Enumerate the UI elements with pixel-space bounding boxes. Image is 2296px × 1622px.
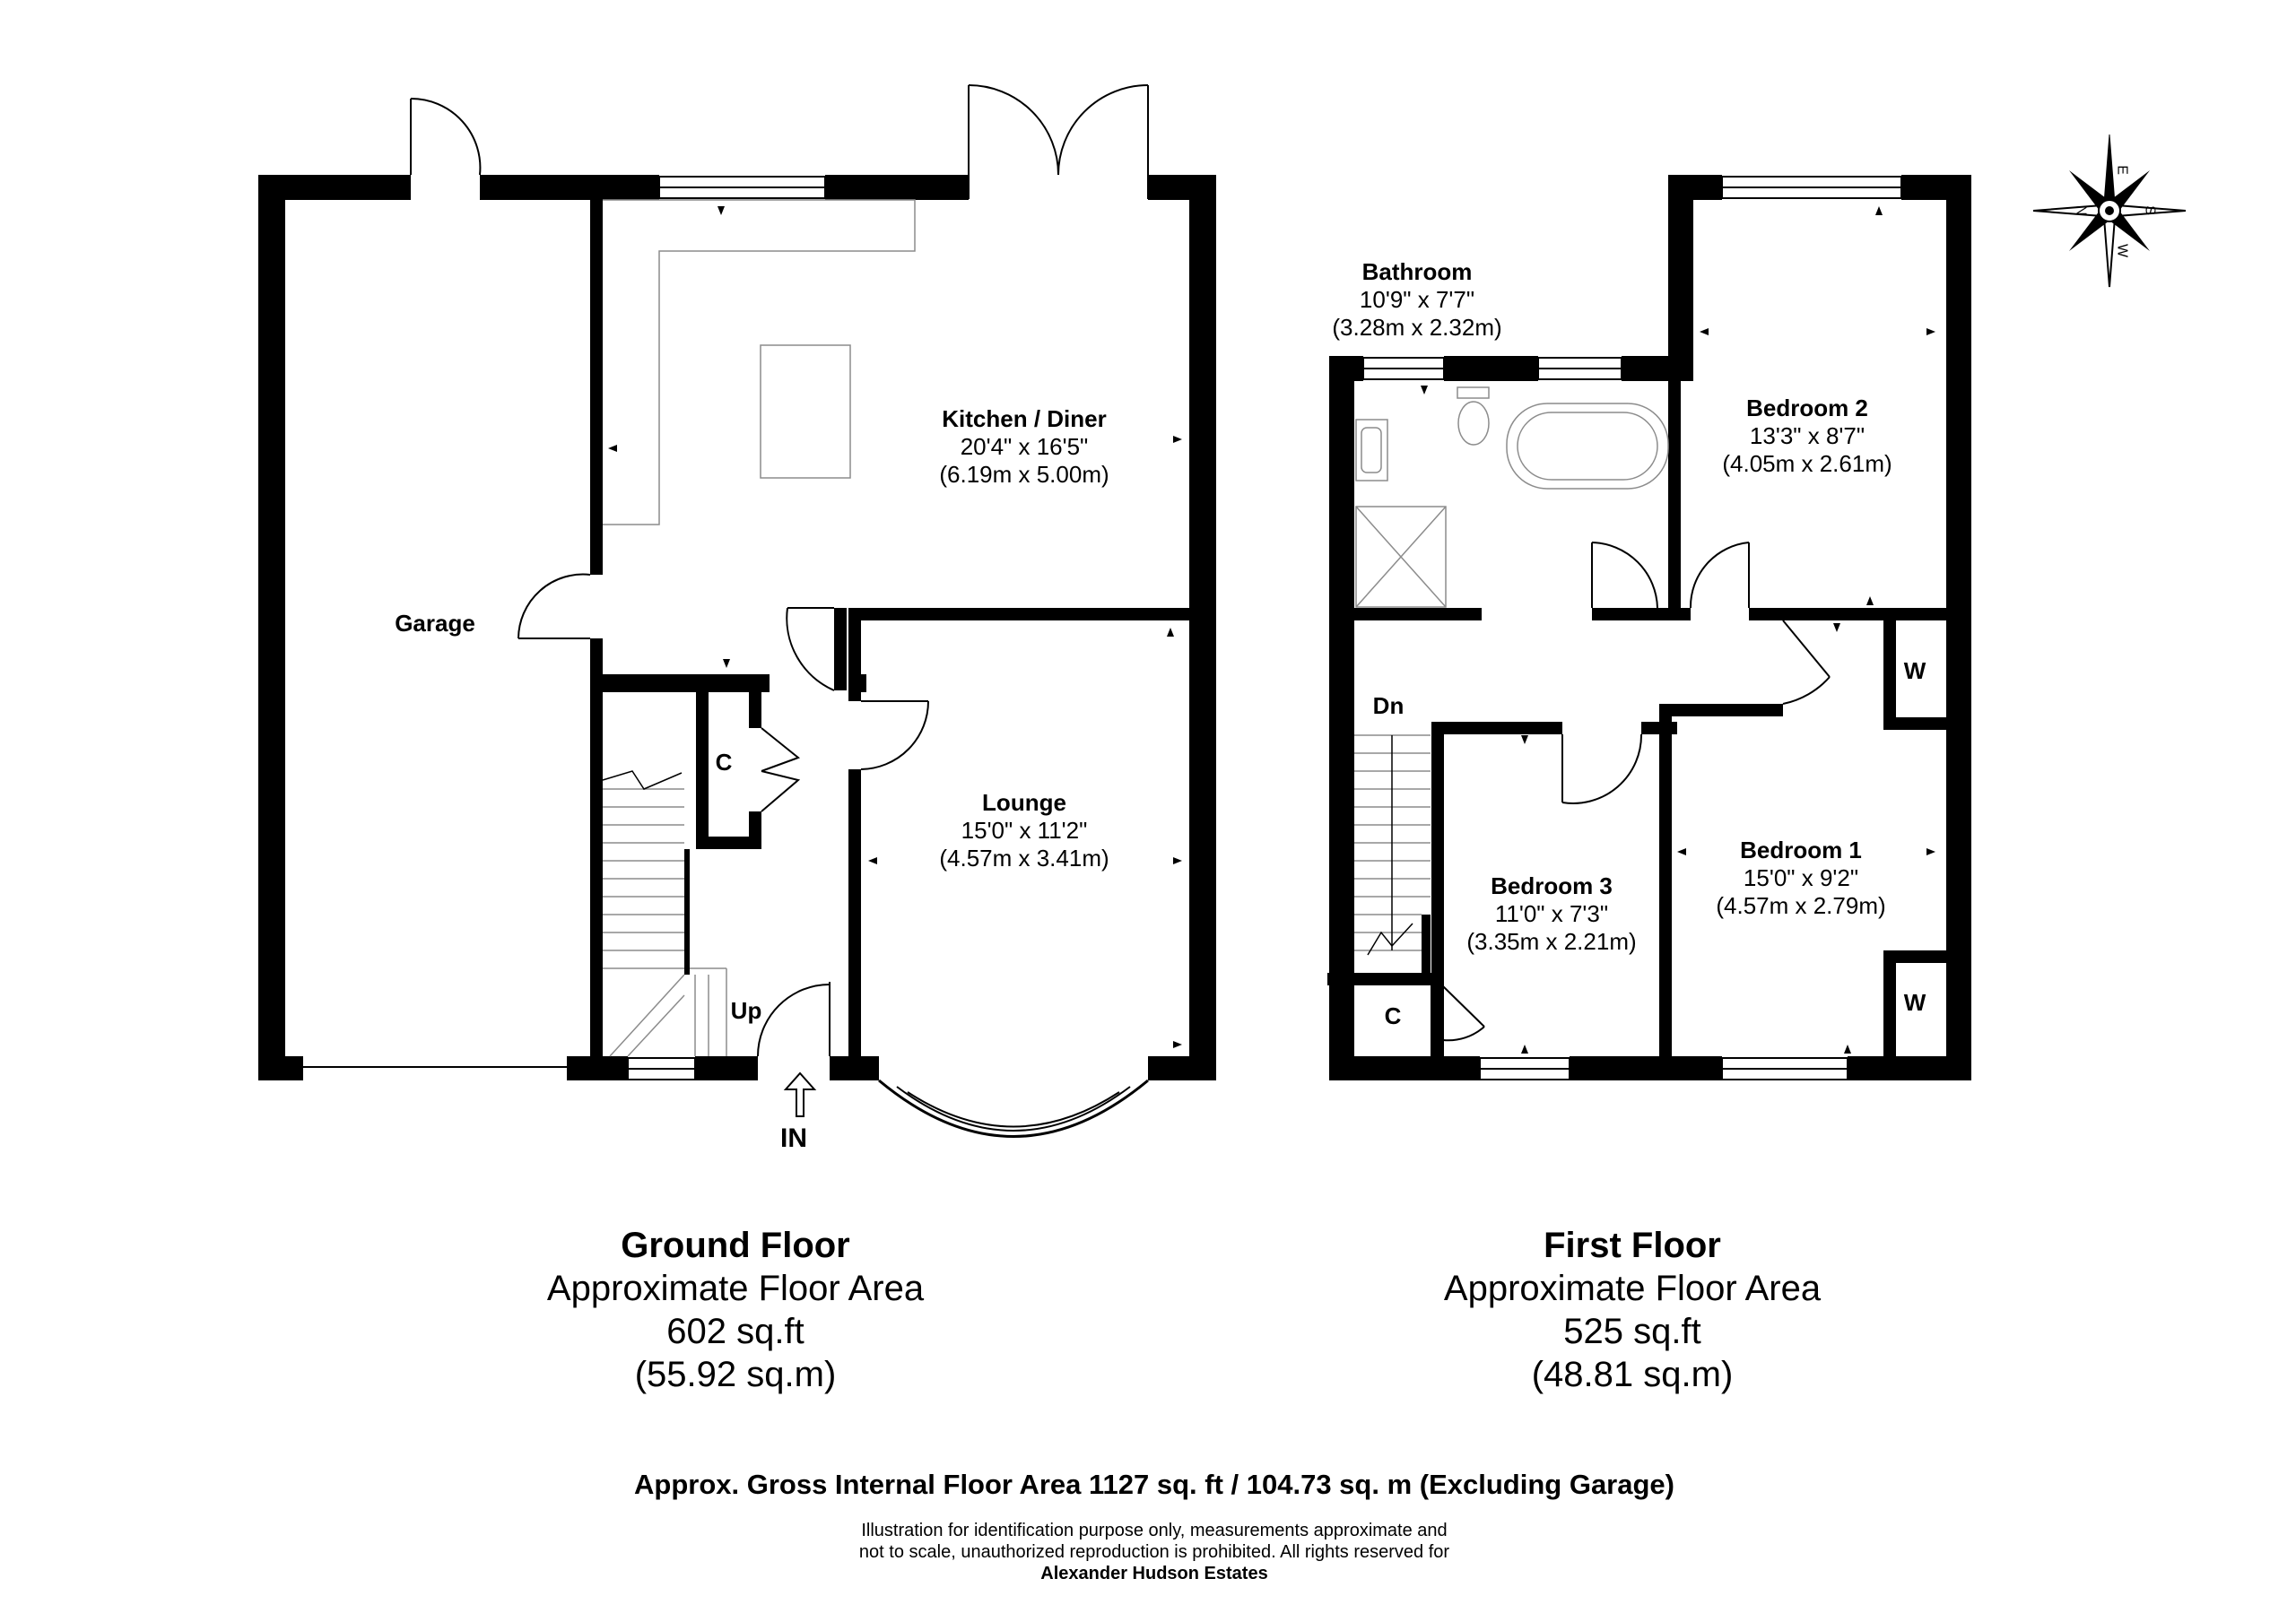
first-floor-windows: [1330, 176, 1902, 1080]
first-floor-area-label: Approximate Floor Area: [1443, 1269, 1822, 1308]
room-dimension-imperial: 20'4" x 16'5": [960, 433, 1089, 461]
first-floor-summary: First Floor Approximate Floor Area 525 s…: [1444, 1224, 1821, 1396]
ground-floor-plan: [258, 175, 1216, 1080]
stairs-down-mark: Dn: [1372, 692, 1405, 719]
room-lounge: Lounge 15'0" x 11'2" (4.57m x 3.41m): [939, 789, 1109, 873]
wardrobe-mark-bedroom1: W: [1903, 989, 1926, 1016]
ground-floor-area-sqft: 602 sq.ft: [666, 1312, 804, 1351]
ground-floor-doors: [410, 84, 1149, 1057]
wardrobe-mark-bedroom2: W: [1903, 657, 1926, 684]
ground-floor-stairs: [602, 770, 727, 1057]
first-floor-doors: [1442, 542, 1894, 1054]
kitchen-units: [603, 199, 916, 525]
room-dimension-imperial: 10'9" x 7'7": [1359, 286, 1475, 314]
disclaimer-line-1: Illustration for identification purpose …: [861, 1521, 1448, 1540]
compass-north-label: N: [2073, 204, 2089, 216]
bathroom-fixtures: [1355, 386, 1669, 608]
gross-internal-area: Approx. Gross Internal Floor Area 1127 s…: [634, 1469, 1674, 1500]
room-name: Bedroom 1: [1740, 837, 1862, 863]
first-floor-title: First Floor: [1544, 1226, 1721, 1265]
room-name: Bedroom 3: [1491, 872, 1613, 899]
ground-floor-area-label: Approximate Floor Area: [546, 1269, 925, 1308]
room-name: Kitchen / Diner: [942, 405, 1107, 432]
room-kitchen-diner: Kitchen / Diner 20'4" x 16'5" (6.19m x 5…: [939, 405, 1109, 490]
compass-east-label: E: [2114, 165, 2130, 175]
compass-icon: [2032, 134, 2187, 288]
ground-floor-area-sqm: (55.92 sq.m): [634, 1355, 837, 1394]
room-dimension-imperial: 11'0" x 7'3": [1494, 900, 1609, 928]
compass-south-label: S: [2142, 205, 2158, 215]
room-dimension-metric: (4.57m x 3.41m): [939, 845, 1109, 872]
room-dimension-metric: (6.19m x 5.00m): [939, 461, 1109, 489]
room-garage: Garage: [395, 610, 475, 638]
room-dimension-metric: (4.57m x 2.79m): [1716, 892, 1886, 920]
compass-west-label: W: [2114, 244, 2130, 258]
ground-floor-windows: [303, 175, 1149, 1138]
room-name: Bedroom 2: [1746, 395, 1868, 421]
room-bedroom-2: Bedroom 2 13'3" x 8'7" (4.05m x 2.61m): [1722, 395, 1892, 479]
room-name: Bathroom: [1361, 258, 1473, 285]
company-name: Alexander Hudson Estates: [1040, 1564, 1268, 1583]
ground-floor-summary: Ground Floor Approximate Floor Area 602 …: [547, 1224, 924, 1396]
first-floor-area-sqft: 525 sq.ft: [1563, 1312, 1701, 1351]
room-bedroom-3: Bedroom 3 11'0" x 7'3" (3.35m x 2.21m): [1466, 872, 1636, 957]
room-dimension-imperial: 15'0" x 11'2": [961, 817, 1088, 845]
cupboard-mark-ground: C: [715, 749, 733, 776]
room-bathroom: Bathroom 10'9" x 7'7" (3.28m x 2.32m): [1332, 258, 1501, 343]
entrance-arrow-icon: [783, 1071, 817, 1117]
first-floor-area-sqm: (48.81 sq.m): [1531, 1355, 1734, 1394]
room-name: Lounge: [982, 789, 1066, 816]
disclaimer: Illustration for identification purpose …: [859, 1520, 1449, 1584]
room-dimension-imperial: 15'0" x 9'2": [1743, 864, 1859, 892]
room-name: Garage: [395, 610, 475, 637]
first-floor-stairs: [1354, 734, 1431, 956]
room-dimension-imperial: 13'3" x 8'7": [1749, 422, 1866, 450]
room-bedroom-1: Bedroom 1 15'0" x 9'2" (4.57m x 2.79m): [1716, 837, 1885, 921]
stairs-up-mark: Up: [730, 997, 762, 1024]
room-dimension-metric: (3.35m x 2.21m): [1466, 928, 1637, 956]
room-dimension-metric: (3.28m x 2.32m): [1332, 314, 1502, 342]
room-dimension-metric: (4.05m x 2.61m): [1722, 450, 1892, 478]
entrance-mark: IN: [780, 1123, 807, 1153]
cupboard-mark-first: C: [1384, 1002, 1402, 1029]
dimension-markers: [608, 206, 1935, 1054]
ground-floor-title: Ground Floor: [621, 1226, 850, 1265]
disclaimer-line-2: not to scale, unauthorized reproduction …: [858, 1542, 1450, 1562]
